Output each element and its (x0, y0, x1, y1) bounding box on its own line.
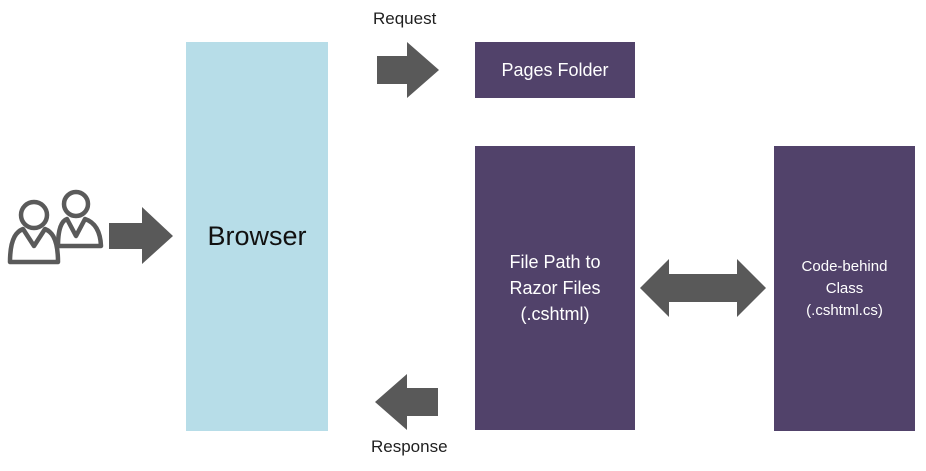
browser-panel: Browser (186, 42, 328, 431)
code-behind-line-1: Code-behind (801, 257, 888, 275)
pages-folder-label: Pages Folder (501, 59, 609, 80)
code-behind-text: Code-behind Class (.cshtml.cs) (802, 256, 888, 322)
request-label: Request (373, 9, 437, 28)
response-label: Response (371, 437, 448, 456)
file-path-line-2: Razor Files (509, 278, 601, 298)
response-arrow-icon (375, 374, 438, 430)
double-arrow-icon (640, 259, 766, 317)
users-icon (7, 189, 104, 265)
file-path-line-3: (.cshtml) (520, 304, 590, 324)
arrow-right-icon (109, 207, 173, 264)
file-path-text: File Path to Razor Files (.cshtml) (509, 249, 600, 327)
pages-folder-box: Pages Folder (475, 42, 635, 98)
request-arrow-icon (377, 42, 439, 98)
code-behind-line-3: (.cshtml.cs) (806, 301, 883, 319)
browser-label: Browser (207, 221, 307, 251)
code-behind-box: Code-behind Class (.cshtml.cs) (774, 146, 915, 431)
code-behind-line-2: Class (825, 279, 864, 297)
file-path-box: File Path to Razor Files (.cshtml) (475, 146, 635, 430)
file-path-line-1: File Path to (509, 252, 601, 272)
